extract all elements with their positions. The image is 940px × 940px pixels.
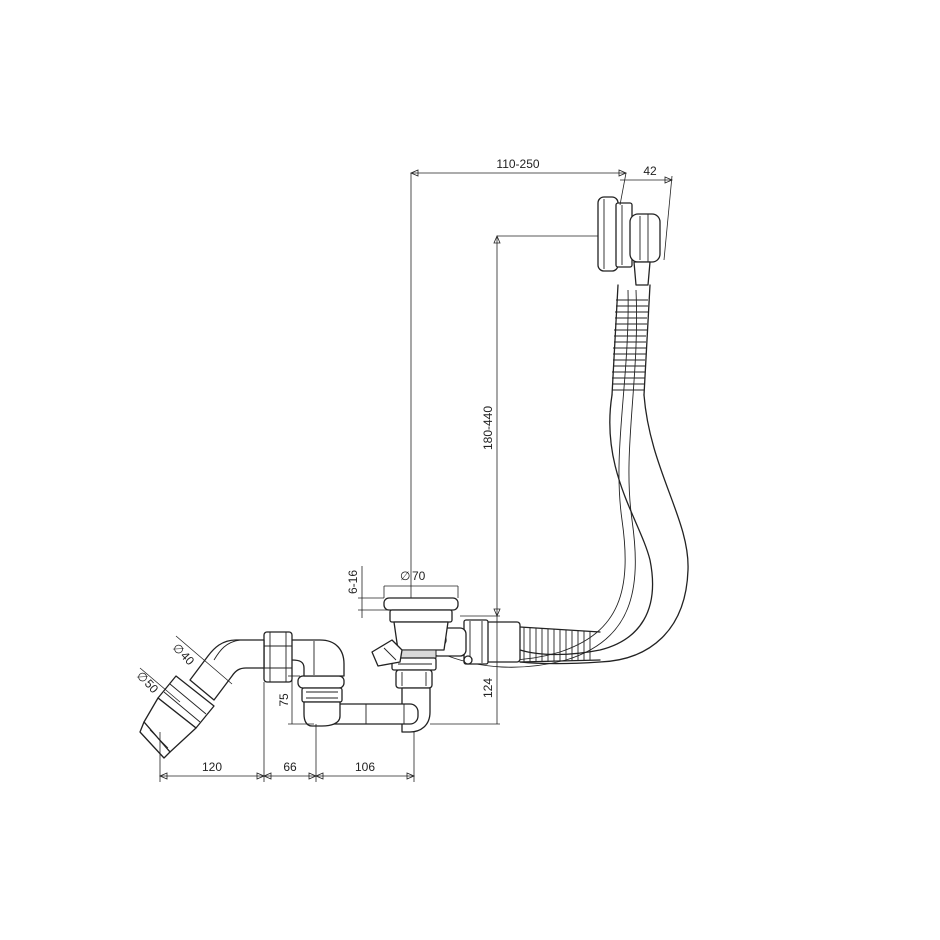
dim-label-42: 42 — [643, 164, 657, 178]
dim-label-120: 120 — [202, 760, 222, 774]
dim-label-106: 106 — [355, 760, 375, 774]
overflow-hose — [447, 284, 689, 668]
dim-siphon-height — [288, 675, 314, 725]
dim-label-70: 70 — [412, 569, 426, 583]
dim-label-110-250: 110-250 — [496, 157, 539, 171]
outlet-elbow — [139, 631, 293, 759]
dim-label-diameter-symbol-70: ∅ — [400, 569, 410, 583]
waste-plug — [371, 597, 459, 689]
dim-overflow-reach — [409, 169, 628, 598]
dim-label-6-16: 6-16 — [346, 570, 360, 594]
dim-tub-thickness — [358, 566, 390, 618]
dim-label-75: 75 — [277, 693, 291, 707]
trap-siphon — [289, 639, 431, 733]
hose-ribs-upper — [612, 299, 648, 391]
dim-waste-diameter — [383, 585, 459, 598]
dim-label-180-440: 180-440 — [481, 406, 495, 450]
overflow-head — [597, 196, 661, 286]
dim-label-124: 124 — [481, 678, 495, 698]
dim-overflow-height — [430, 234, 598, 725]
dim-outlet-diameter-inner — [175, 635, 233, 685]
hose-ribs-lower — [523, 627, 591, 662]
dim-outlet-diameter-outer — [139, 667, 181, 749]
dim-overflow-depth — [620, 175, 674, 261]
dim-label-66: 66 — [283, 760, 297, 774]
